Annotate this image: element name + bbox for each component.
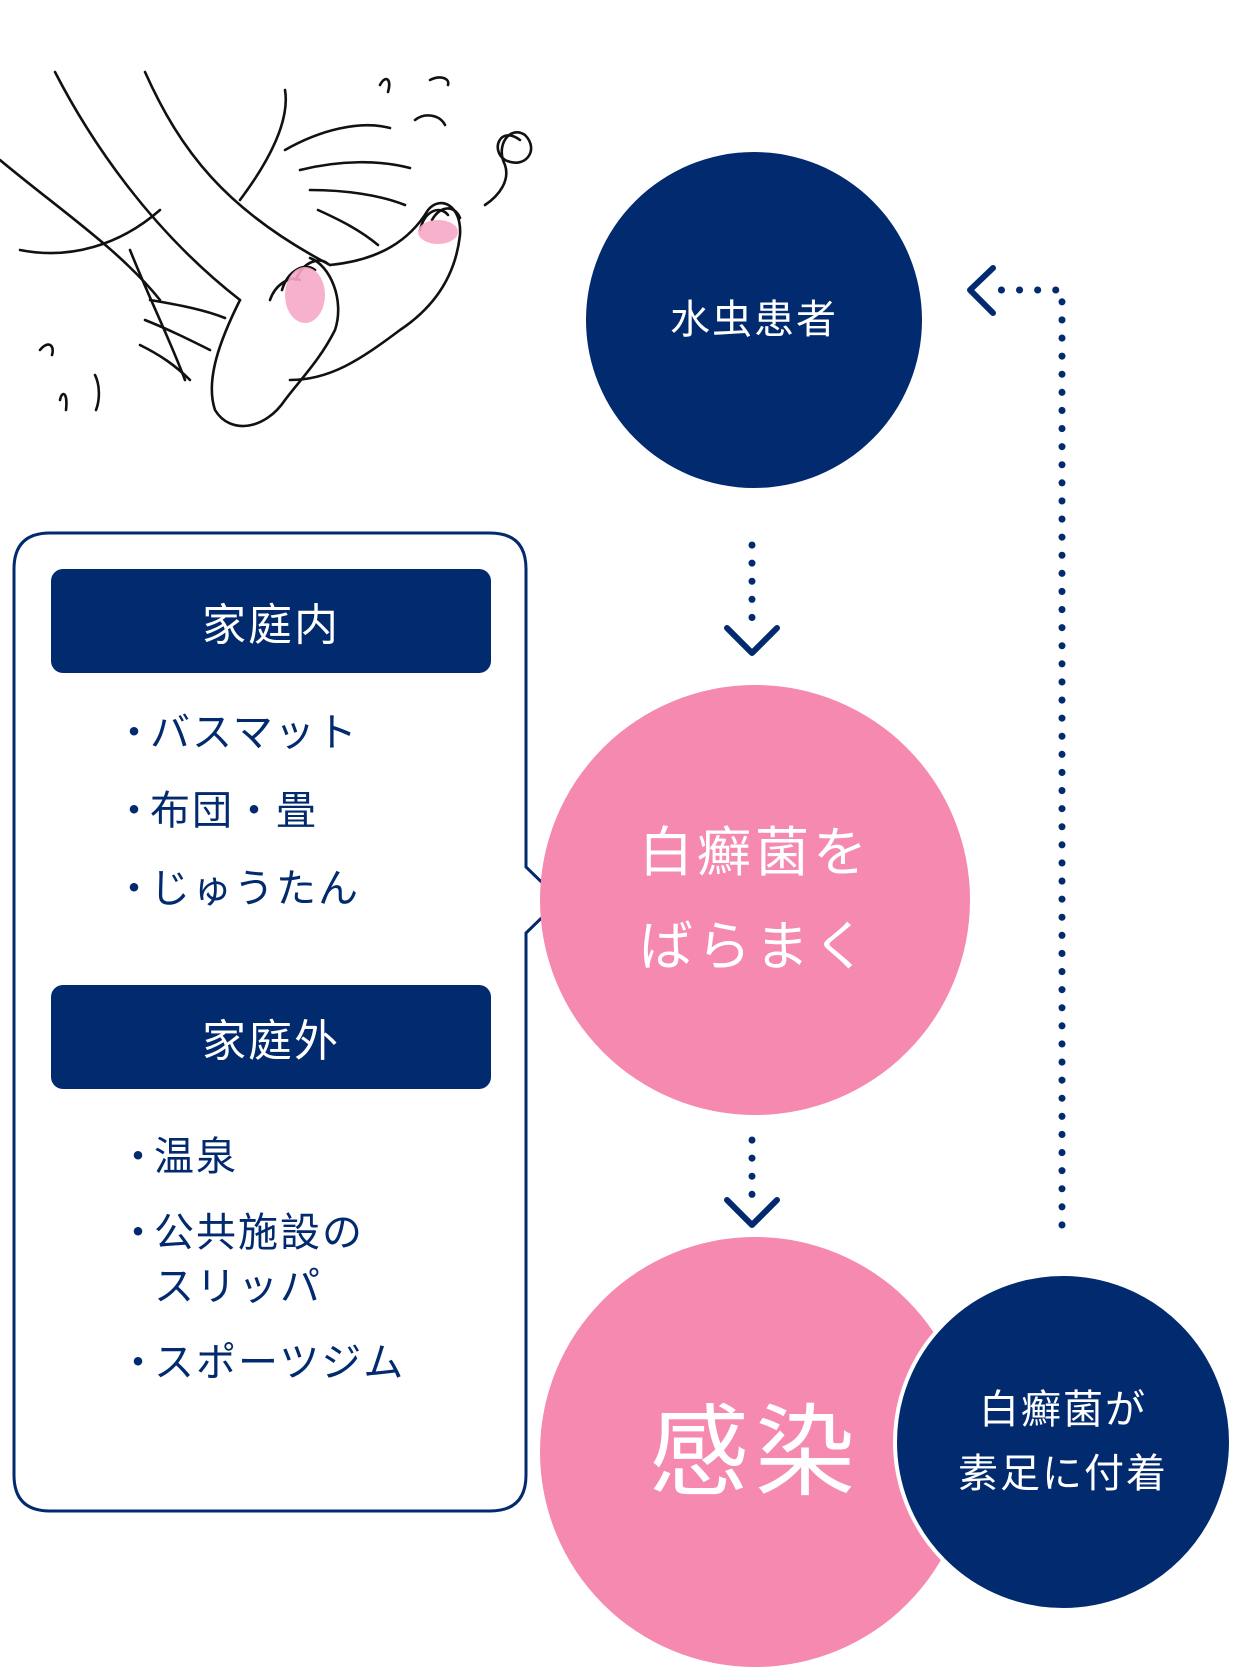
spread-label: 白癬菌を ばらまく bbox=[639, 806, 871, 995]
list-item: ・公共施設の スリッパ bbox=[118, 1210, 364, 1310]
list-item: ・布団・畳 bbox=[114, 788, 318, 834]
patient-circle: 水虫患者 bbox=[586, 152, 922, 488]
patient-label: 水虫患者 bbox=[670, 297, 838, 343]
arrow-down-2-head bbox=[724, 1197, 780, 1228]
infection-label: 感染 bbox=[649, 1393, 861, 1511]
home-header-label: 家庭内 bbox=[202, 600, 340, 651]
spread-circle: 白癬菌を ばらまく bbox=[540, 685, 970, 1115]
spread-line-1: 白癬菌を bbox=[639, 820, 871, 884]
attach-label: 白癬菌が 素足に付着 bbox=[958, 1378, 1168, 1506]
list-item: ・スポーツジム bbox=[118, 1340, 406, 1386]
return-arrow-head bbox=[967, 265, 996, 316]
scratching-feet-illustration bbox=[0, 70, 533, 428]
outside-list: ・温泉 ・公共施設の スリッパ ・スポーツジム bbox=[118, 1130, 405, 1390]
list-item: ・バスマット bbox=[114, 710, 359, 756]
outside-header: 家庭外 bbox=[51, 985, 491, 1089]
attach-line-1: 白癬菌が bbox=[979, 1387, 1147, 1433]
attach-line-2: 素足に付着 bbox=[958, 1451, 1168, 1497]
spread-line-2: ばらまく bbox=[639, 915, 871, 978]
list-item: ・温泉 bbox=[118, 1134, 238, 1180]
attach-circle: 白癬菌が 素足に付着 bbox=[893, 1272, 1233, 1612]
home-header: 家庭内 bbox=[51, 569, 491, 673]
home-list: ・バスマット ・布団・畳 ・じゅうたん bbox=[114, 706, 360, 916]
arrow-down-1-head bbox=[724, 625, 780, 656]
list-item: ・じゅうたん bbox=[114, 866, 360, 912]
outside-header-label: 家庭外 bbox=[202, 1016, 340, 1067]
